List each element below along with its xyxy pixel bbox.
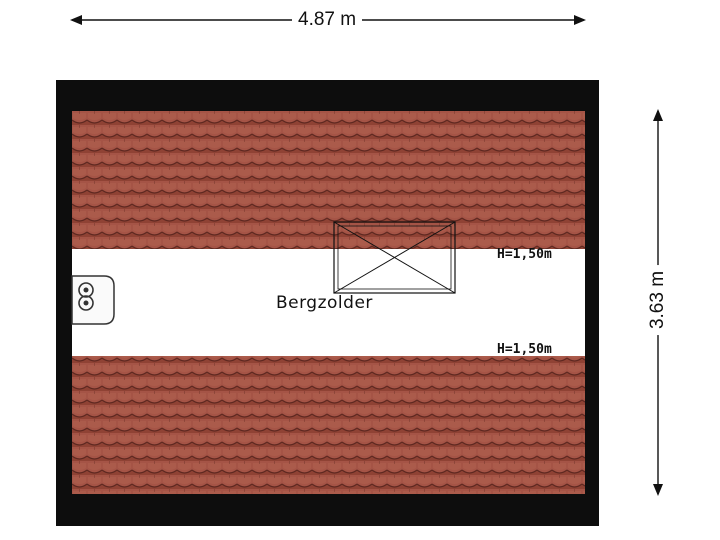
roof-slope-lower bbox=[72, 356, 585, 494]
ceiling-height-upper: H=1,50m bbox=[497, 247, 552, 262]
height-dimension-label: 3.63 m bbox=[647, 264, 669, 336]
boiler-icon bbox=[71, 275, 115, 325]
roof-slope-upper bbox=[72, 111, 585, 249]
floor-area bbox=[72, 249, 585, 356]
room-name-label: Bergzolder bbox=[276, 293, 373, 313]
ceiling-height-lower: H=1,50m bbox=[497, 342, 552, 357]
skylight bbox=[333, 221, 456, 294]
width-dimension-label: 4.87 m bbox=[292, 9, 363, 31]
